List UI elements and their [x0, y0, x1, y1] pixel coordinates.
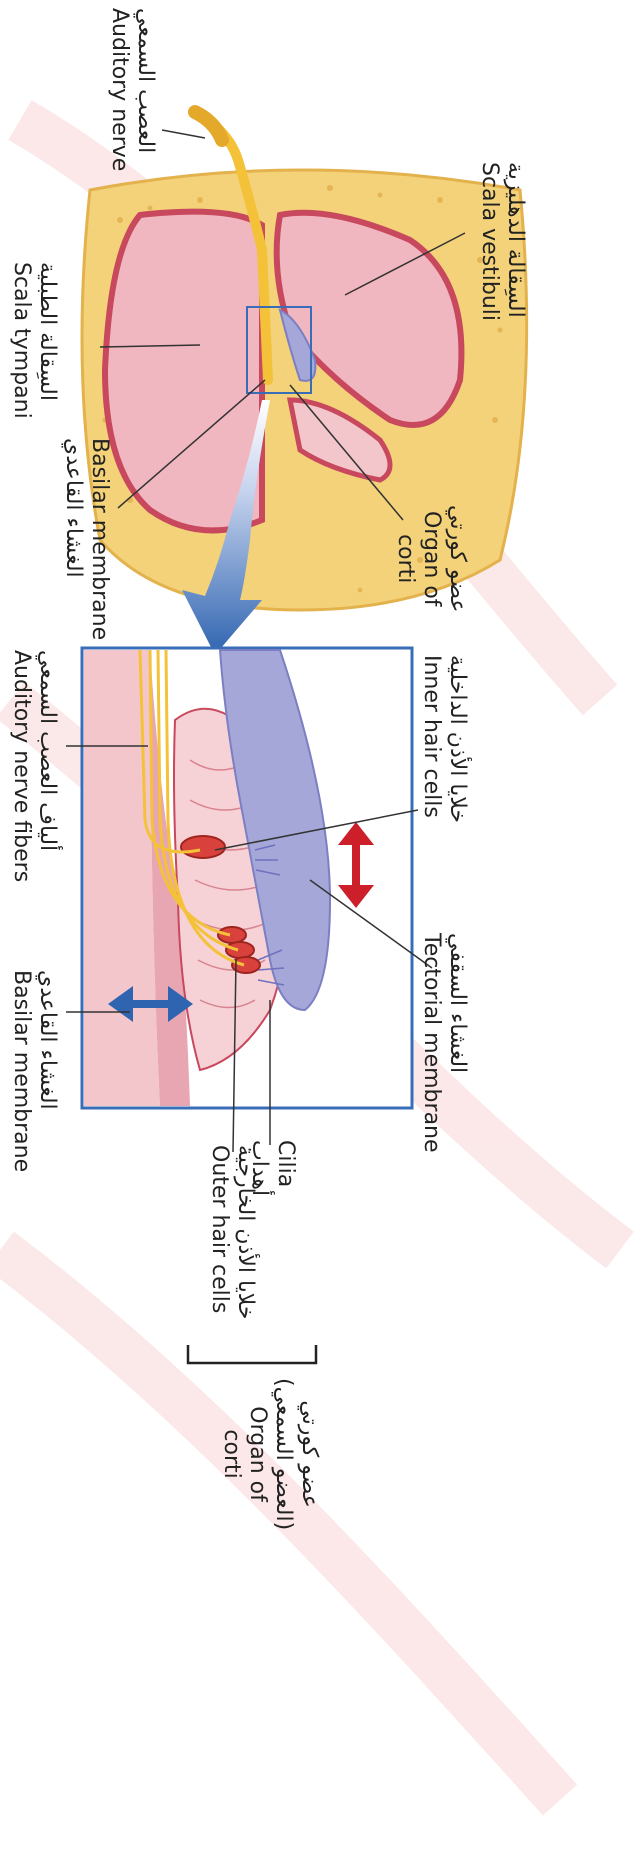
label-ar: ألياف العصب السمعي: [34, 650, 60, 882]
label-en: Basilar membrane: [8, 970, 34, 1172]
label-ar: خلايا الأذن الداخلية: [444, 655, 470, 823]
label-ar: الغشاء القاعدي: [34, 970, 60, 1172]
label-en: Organ of: [244, 1378, 270, 1530]
label-inner-hair-cells: خلايا الأذن الداخلية Inner hair cells: [418, 655, 470, 823]
label-ar: الغشاء السقفي: [444, 933, 470, 1153]
inner-hair-cell: [181, 836, 225, 858]
scala-tympani-chamber: [105, 212, 262, 531]
label-ar: عضو كورتي: [296, 1378, 322, 1530]
label-ar: خلايا الأذن الخارجية: [232, 1145, 258, 1320]
label-organ-of-corti-bracket: عضو كورتي (العضو السمعي) Organ of corti: [218, 1378, 322, 1530]
label-ar: الغشاء القاعدي: [60, 438, 86, 640]
organ-of-corti-detail: [82, 648, 412, 1108]
label-en: Scala vestibuli: [476, 162, 502, 321]
label-en: corti: [218, 1378, 244, 1530]
label-en: Scala tympani: [8, 262, 34, 419]
label-scala-vestibuli: السِقالة الدهليزية Scala vestibuli: [476, 162, 528, 321]
label-en: corti: [392, 505, 418, 613]
label-en: Tectorial membrane: [418, 933, 444, 1153]
label-scala-tympani: السِقالة الطبلية Scala tympani: [8, 262, 60, 419]
organ-bracket: [188, 1345, 316, 1363]
label-outer-hair-cells: خلايا الأذن الخارجية Outer hair cells: [206, 1145, 258, 1320]
label-en: Organ of: [418, 505, 444, 613]
label-ar: (العضو السمعي): [270, 1378, 296, 1530]
label-basilar-membrane-top: Basilar membrane الغشاء القاعدي: [60, 438, 112, 640]
label-ar: السِقالة الطبلية: [34, 262, 60, 419]
label-en: Inner hair cells: [418, 655, 444, 823]
label-ar: عضو كورتي: [444, 505, 470, 613]
label-basilar-membrane-bottom: الغشاء القاعدي Basilar membrane: [8, 970, 60, 1172]
label-auditory-nerve: العصب السمعي Auditory nerve: [106, 8, 158, 171]
label-en: Basilar membrane: [86, 438, 112, 640]
label-en: Cilia: [272, 1140, 298, 1196]
label-en: Auditory nerve fibers: [8, 650, 34, 882]
outer-hair-cell-1: [218, 927, 246, 943]
label-tectorial-membrane: الغشاء السقفي Tectorial membrane: [418, 933, 470, 1153]
outer-hair-cell-2: [226, 942, 254, 958]
label-auditory-nerve-fibers: ألياف العصب السمعي Auditory nerve fibers: [8, 650, 60, 882]
label-en: Auditory nerve: [106, 8, 132, 171]
label-ar: العصب السمعي: [132, 8, 158, 171]
label-ar: السِقالة الدهليزية: [502, 162, 528, 321]
label-en: Outer hair cells: [206, 1145, 232, 1320]
label-organ-of-corti-top: عضو كورتي Organ of corti: [392, 505, 470, 613]
